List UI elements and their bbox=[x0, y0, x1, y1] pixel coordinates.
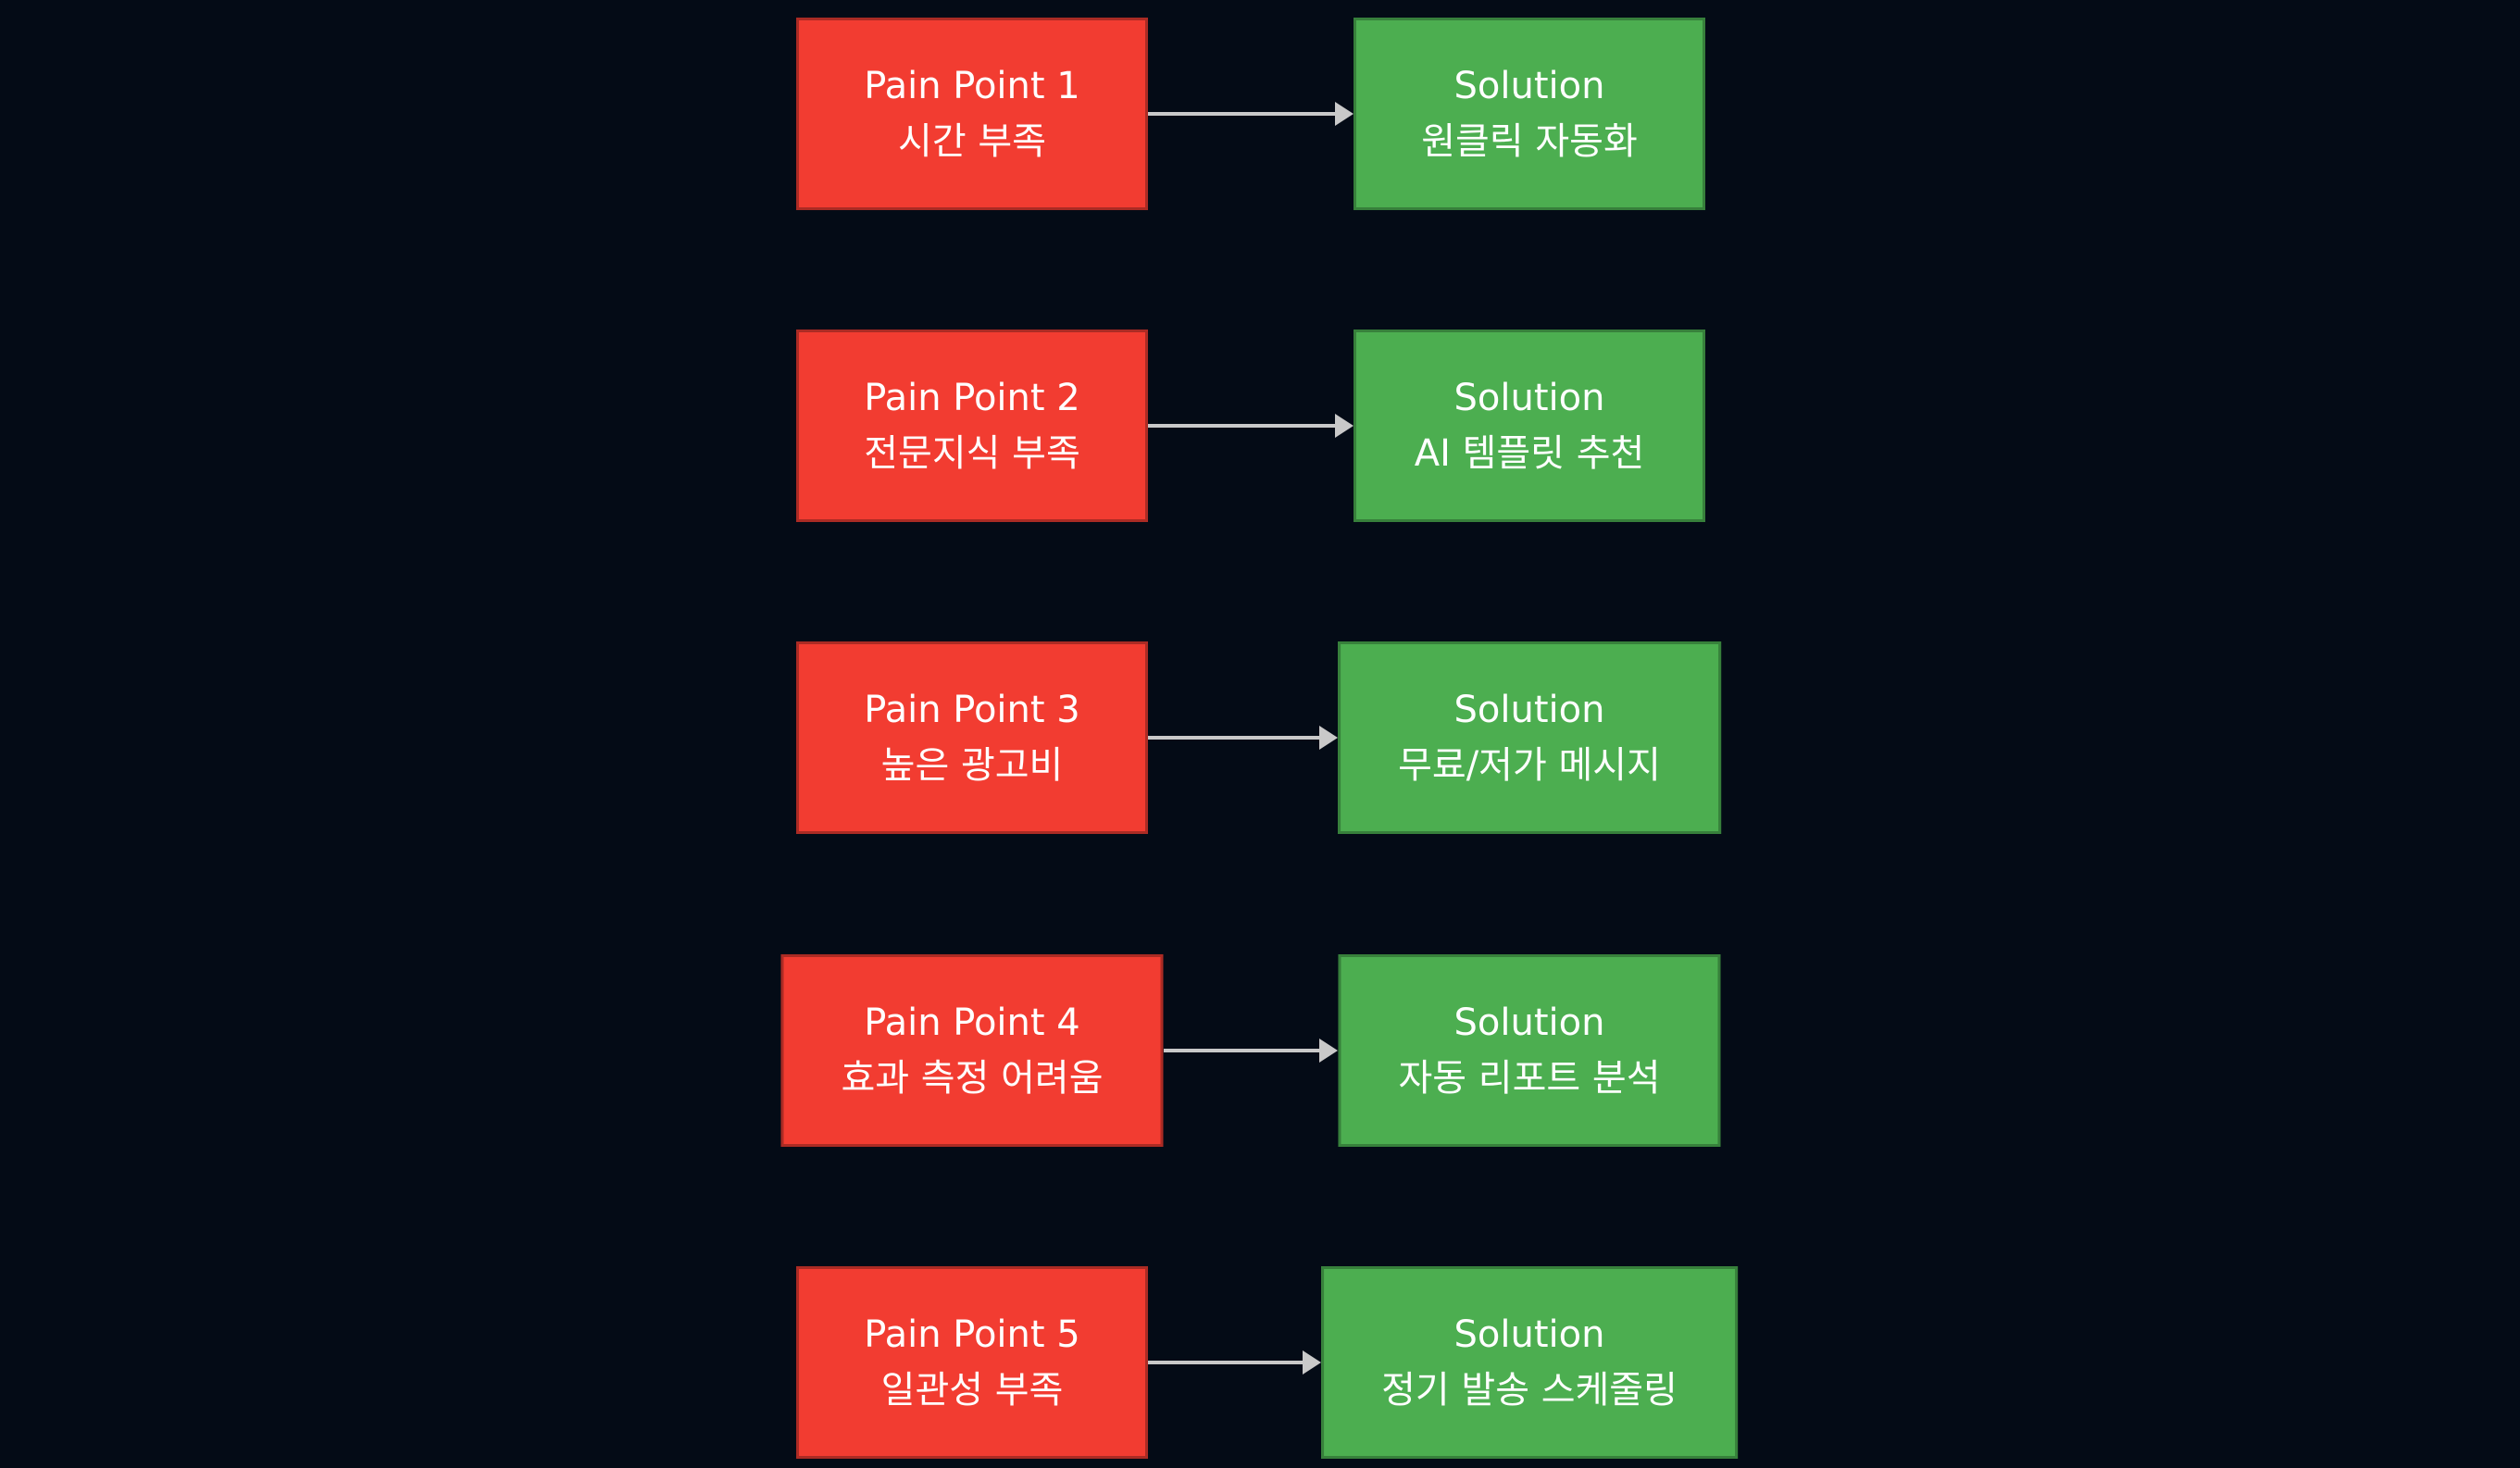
mapping-row-4: Pain Point 4 효과 측정 어려움 Solution 자동 리포트 분… bbox=[0, 954, 2520, 1147]
solution-box: Solution 정기 발송 스케줄링 bbox=[1321, 1266, 1738, 1459]
pain-point-box: Pain Point 1 시간 부족 bbox=[796, 18, 1148, 210]
mapping-row-5: Pain Point 5 일관성 부족 Solution 정기 발송 스케줄링 bbox=[0, 1266, 2520, 1459]
solution-title: Solution bbox=[1453, 689, 1605, 731]
solution-box: Solution 무료/저가 메시지 bbox=[1338, 641, 1721, 834]
solution-subtitle: 원클릭 자동화 bbox=[1421, 120, 1638, 163]
solution-title: Solution bbox=[1453, 1313, 1605, 1356]
pain-point-subtitle: 일관성 부족 bbox=[880, 1369, 1064, 1412]
arrow-head-icon bbox=[1335, 414, 1354, 438]
arrow-connector bbox=[1148, 102, 1354, 126]
pain-point-subtitle: 전문지식 부족 bbox=[864, 432, 1080, 475]
solution-title: Solution bbox=[1453, 65, 1605, 107]
arrow-connector bbox=[1163, 1039, 1339, 1063]
mapping-row-2: Pain Point 2 전문지식 부족 Solution AI 템플릿 추천 bbox=[0, 330, 2520, 522]
pain-point-box: Pain Point 5 일관성 부족 bbox=[796, 1266, 1148, 1459]
solution-subtitle: 정기 발송 스케줄링 bbox=[1381, 1369, 1678, 1412]
solution-box: Solution AI 템플릿 추천 bbox=[1354, 330, 1705, 522]
solution-box: Solution 원클릭 자동화 bbox=[1354, 18, 1705, 210]
arrow-connector bbox=[1148, 726, 1339, 750]
arrow-connector bbox=[1148, 414, 1354, 438]
solution-box: Solution 자동 리포트 분석 bbox=[1338, 954, 1721, 1147]
pain-point-subtitle: 시간 부족 bbox=[898, 120, 1046, 163]
pain-point-title: Pain Point 1 bbox=[864, 65, 1080, 107]
pain-point-box: Pain Point 3 높은 광고비 bbox=[796, 641, 1148, 834]
mapping-row-1: Pain Point 1 시간 부족 Solution 원클릭 자동화 bbox=[0, 18, 2520, 210]
pain-point-title: Pain Point 4 bbox=[864, 1001, 1080, 1044]
mapping-row-3: Pain Point 3 높은 광고비 Solution 무료/저가 메시지 bbox=[0, 641, 2520, 834]
pain-point-subtitle: 높은 광고비 bbox=[880, 744, 1064, 787]
arrow-head-icon bbox=[1303, 1350, 1322, 1375]
pain-point-title: Pain Point 5 bbox=[864, 1313, 1080, 1356]
arrow-connector bbox=[1148, 1350, 1322, 1375]
arrow-head-icon bbox=[1335, 102, 1354, 126]
pain-point-title: Pain Point 3 bbox=[864, 689, 1080, 731]
pain-point-box: Pain Point 2 전문지식 부족 bbox=[796, 330, 1148, 522]
pain-point-box: Pain Point 4 효과 측정 어려움 bbox=[780, 954, 1164, 1147]
solution-title: Solution bbox=[1453, 377, 1605, 419]
solution-title: Solution bbox=[1453, 1001, 1605, 1044]
solution-subtitle: 무료/저가 메시지 bbox=[1398, 744, 1661, 787]
pain-point-title: Pain Point 2 bbox=[864, 377, 1080, 419]
pain-point-subtitle: 효과 측정 어려움 bbox=[841, 1057, 1104, 1100]
solution-subtitle: 자동 리포트 분석 bbox=[1398, 1057, 1661, 1100]
arrow-head-icon bbox=[1319, 726, 1339, 750]
solution-subtitle: AI 템플릿 추천 bbox=[1414, 432, 1645, 475]
arrow-head-icon bbox=[1319, 1039, 1339, 1063]
